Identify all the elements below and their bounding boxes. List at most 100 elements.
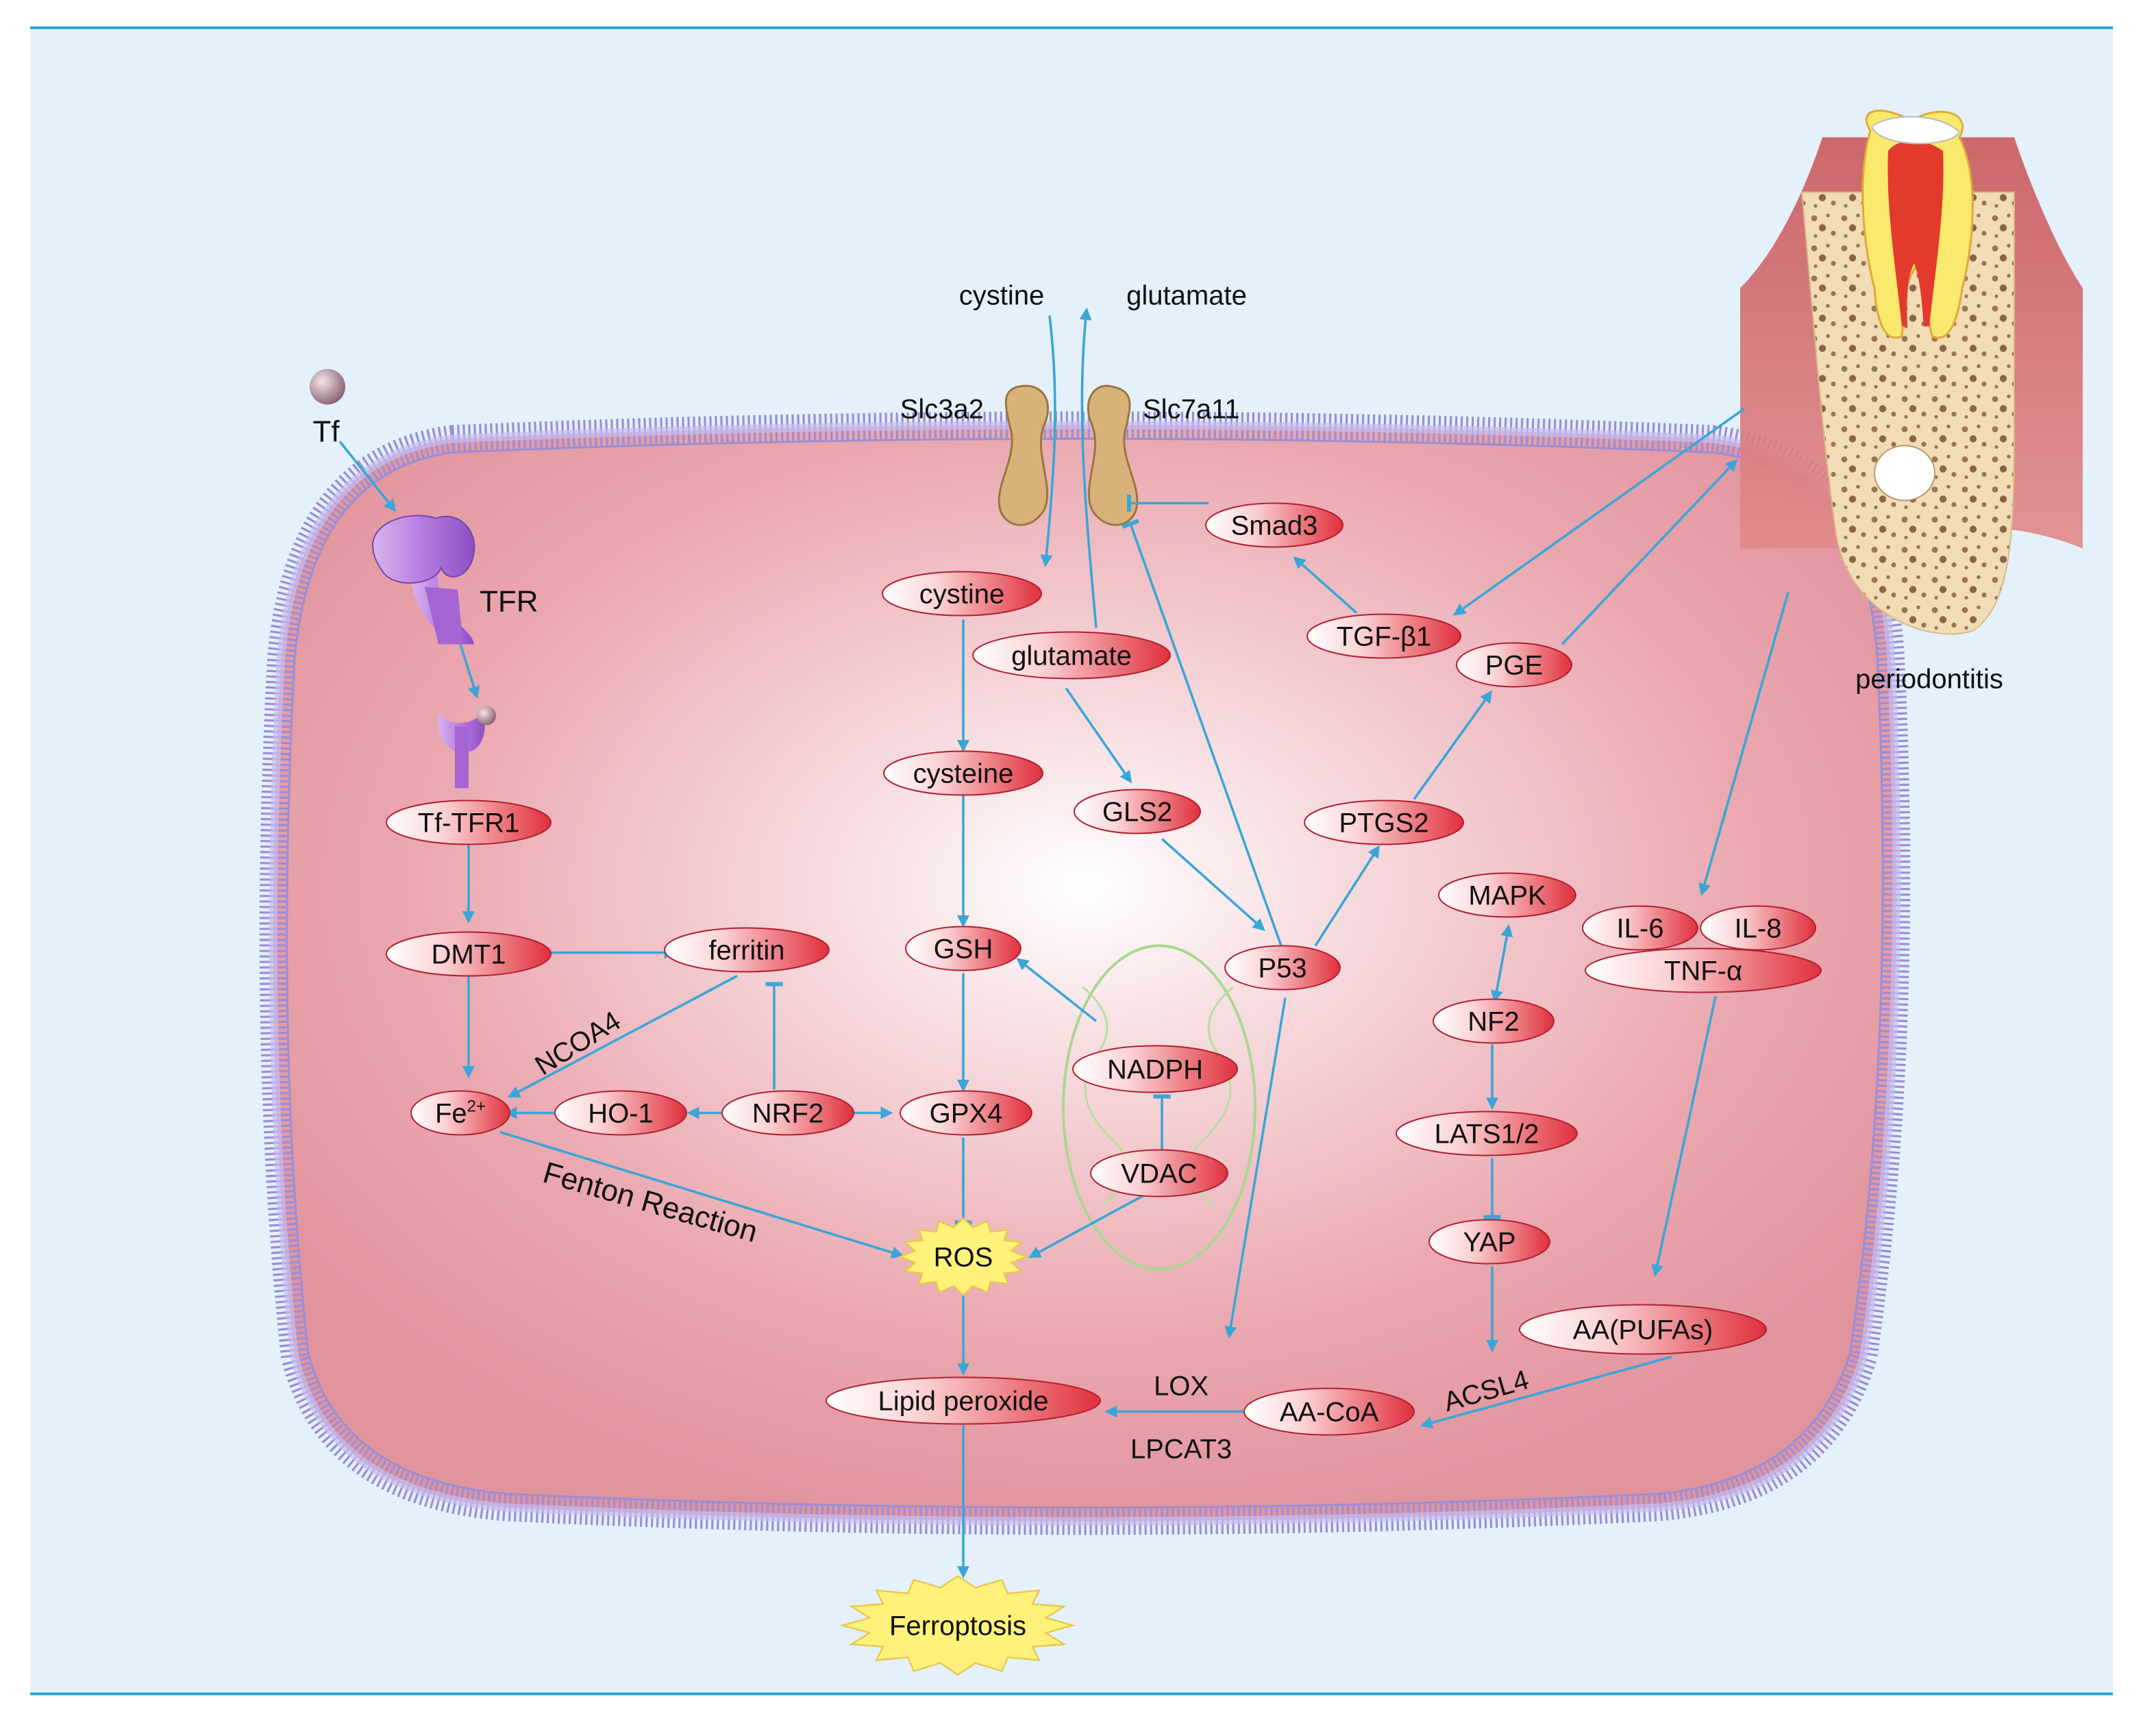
- node-cystine: cystine: [882, 571, 1042, 617]
- node-dmt1: DMT1: [386, 931, 552, 977]
- node-aa: AA(PUFAs): [1519, 1304, 1767, 1355]
- node-label: cystine: [919, 580, 1005, 610]
- label-slc3a2: Slc3a2: [900, 395, 984, 425]
- node-label: TNF-α: [1664, 956, 1742, 987]
- node-vdac: VDAC: [1090, 1149, 1228, 1198]
- label-tf: Tf: [312, 415, 340, 449]
- node-pge: PGE: [1456, 642, 1572, 688]
- node-nrf2: NRF2: [721, 1090, 854, 1136]
- node-gls2: GLS2: [1074, 789, 1201, 834]
- node-shape: [1700, 905, 1816, 951]
- node-label: DMT1: [432, 940, 506, 970]
- node-label: Lipid peroxide: [878, 1387, 1048, 1417]
- inhibition-lines: [765, 494, 1501, 1225]
- node-nadph: NADPH: [1072, 1045, 1238, 1093]
- label-slc7a11: Slc7a11: [1143, 395, 1240, 425]
- node-lats: LATS1/2: [1396, 1111, 1578, 1156]
- node-p53: P53: [1224, 945, 1341, 991]
- label-glutamate-extracellular: glutamate: [1126, 281, 1247, 311]
- node-shape: [410, 1090, 510, 1136]
- node-label: ferritin: [708, 936, 784, 966]
- node-smad3: Smad3: [1205, 502, 1344, 548]
- node-tnfa: TNF-α: [1585, 947, 1822, 993]
- node-shape: [1519, 1304, 1767, 1355]
- node-label: PGE: [1485, 651, 1543, 681]
- burst-shape: [839, 1575, 1076, 1676]
- label-lpcat3: LPCAT3: [1130, 1435, 1232, 1465]
- node-ptgs2: PTGS2: [1304, 799, 1464, 845]
- node-label: NRF2: [752, 1099, 824, 1129]
- node-label: Ferroptosis: [889, 1611, 1026, 1641]
- node-label: NF2: [1468, 1007, 1520, 1037]
- node-ferroptosis: Ferroptosis: [839, 1575, 1076, 1676]
- label-tfr: TFR: [480, 585, 538, 619]
- node-shape: [1585, 947, 1822, 993]
- node-shape: [664, 927, 830, 973]
- node-label: MAPK: [1468, 881, 1546, 911]
- node-shape: [1582, 905, 1698, 951]
- node-shape: [1438, 872, 1576, 918]
- node-label: glutamate: [1011, 641, 1132, 671]
- node-shape: [883, 750, 1043, 796]
- node-yap: YAP: [1428, 1219, 1550, 1265]
- node-label: IL-6: [1617, 914, 1664, 944]
- arrows: [338, 307, 1790, 1579]
- node-shape: [554, 1090, 687, 1136]
- node-label: VDAC: [1121, 1159, 1197, 1189]
- node-shape: [826, 1376, 1101, 1425]
- node-shape: [721, 1090, 854, 1136]
- node-shape: [1072, 1045, 1238, 1093]
- node-shape: [1243, 1387, 1415, 1436]
- tooth-illustration: [1740, 110, 2083, 635]
- node-shape: [1205, 502, 1344, 548]
- node-mapk: MAPK: [1438, 872, 1576, 918]
- node-shape: [905, 926, 1022, 971]
- node-gsh: GSH: [905, 926, 1022, 971]
- burst-shape: [897, 1217, 1029, 1297]
- node-shape: [972, 631, 1171, 680]
- node-shape: [386, 931, 552, 977]
- node-shape: [1428, 1219, 1550, 1265]
- node-aacoa: AA-CoA: [1243, 1387, 1415, 1436]
- node-nf2: NF2: [1433, 998, 1555, 1044]
- node-ferritin: ferritin: [664, 927, 830, 973]
- node-shape: [1307, 613, 1461, 659]
- node-label: Tf-TFR1: [418, 808, 520, 839]
- node-label: Smad3: [1231, 511, 1318, 541]
- node-label: LATS1/2: [1435, 1119, 1539, 1150]
- node-label: cysteine: [913, 759, 1014, 789]
- node-gpx4: GPX4: [900, 1090, 1032, 1136]
- node-shape: [1433, 998, 1555, 1044]
- node-cysteine: cysteine: [883, 750, 1043, 796]
- node-label: TGF-β1: [1337, 622, 1432, 652]
- tfr-receptor: [371, 514, 496, 789]
- node-shape: [1396, 1111, 1578, 1156]
- node-label: IL-8: [1735, 914, 1782, 944]
- node-lipid: Lipid peroxide: [826, 1376, 1101, 1425]
- node-label: GSH: [934, 934, 993, 965]
- node-label: PTGS2: [1339, 808, 1428, 839]
- node-tgfb1: TGF-β1: [1307, 613, 1461, 659]
- transferrin-ball: [310, 369, 345, 405]
- node-shape: [882, 571, 1042, 617]
- node-ho1: HO-1: [554, 1090, 687, 1136]
- node-label: P53: [1258, 954, 1307, 984]
- slc-transporter: [998, 384, 1139, 526]
- node-label: GLS2: [1102, 797, 1172, 828]
- node-label: HO-1: [588, 1099, 654, 1129]
- label-lox: LOX: [1154, 1372, 1209, 1402]
- node-label: AA(PUFAs): [1573, 1315, 1713, 1346]
- node-il8: IL-8: [1700, 905, 1816, 951]
- node-label: AA-CoA: [1280, 1398, 1379, 1428]
- node-il6: IL-6: [1582, 905, 1698, 951]
- node-shape: [1074, 789, 1201, 834]
- node-shape: [1224, 945, 1341, 991]
- node-shape: [1456, 642, 1572, 688]
- node-label: YAP: [1463, 1228, 1515, 1258]
- node-label: NADPH: [1107, 1055, 1203, 1085]
- node-label: ROS: [934, 1243, 993, 1273]
- node-shape: [386, 799, 552, 845]
